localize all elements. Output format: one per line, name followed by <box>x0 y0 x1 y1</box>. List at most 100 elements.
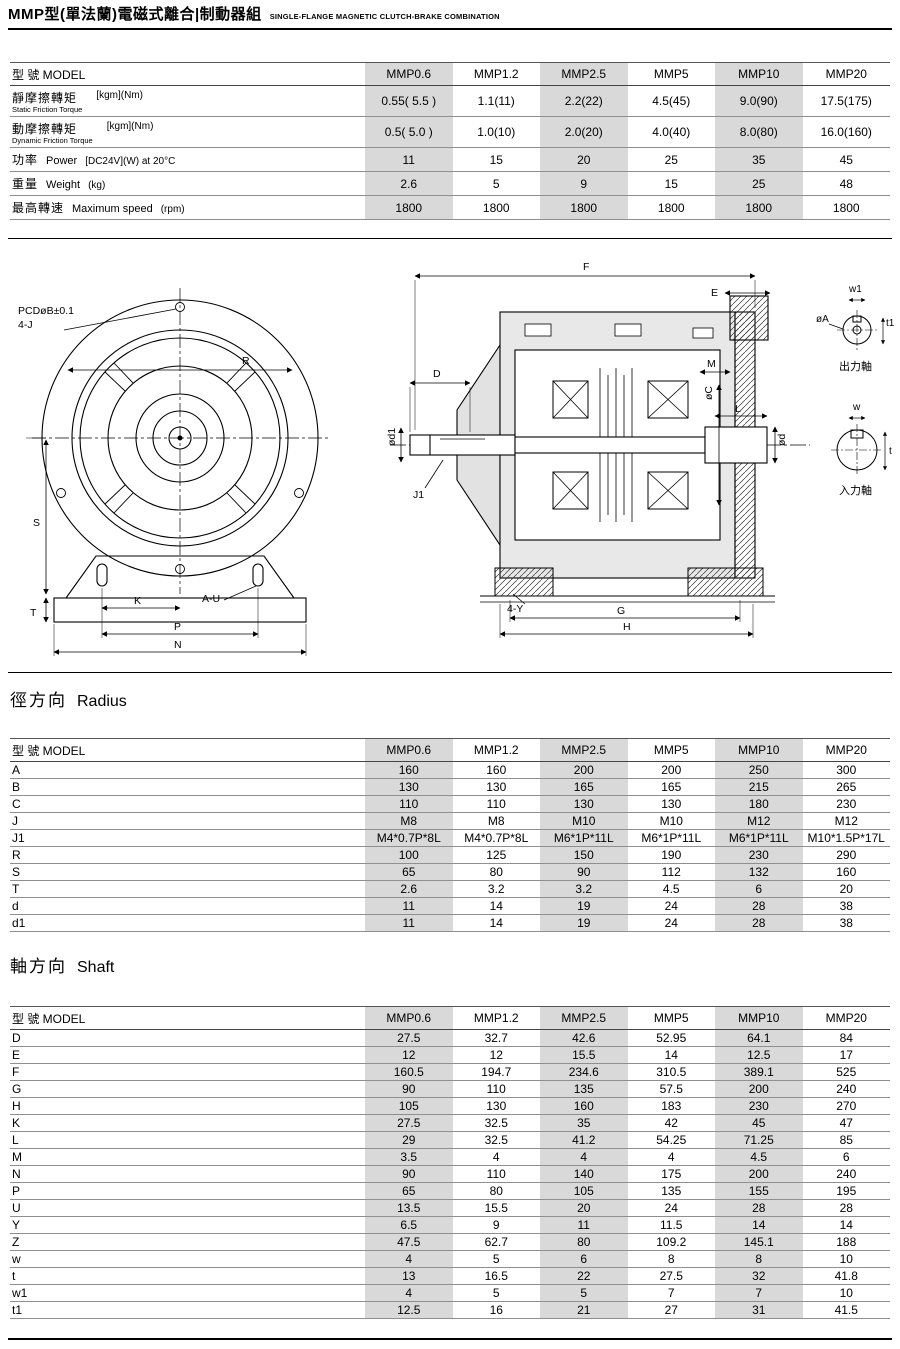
cell-value: 41.2 <box>540 1131 628 1149</box>
dim-label-n: N <box>174 639 182 651</box>
row-label: R <box>10 846 365 864</box>
cell-value: M10 <box>540 812 628 830</box>
cell-value: 13 <box>365 1267 453 1285</box>
dim-label-w1: w1 <box>848 284 862 295</box>
cell-value: 7 <box>627 1284 715 1302</box>
cell-value: 17 <box>802 1046 890 1064</box>
cell-value: 19 <box>540 914 628 932</box>
cell-value: 14 <box>715 1216 803 1234</box>
cell-value: 7 <box>715 1284 803 1302</box>
cell-value: 8 <box>627 1250 715 1268</box>
spec-value: 15 <box>627 171 715 196</box>
cell-value: 200 <box>627 761 715 779</box>
cell-value: 13.5 <box>365 1199 453 1217</box>
cell-value: 47 <box>802 1114 890 1132</box>
cell-value: 27 <box>627 1301 715 1319</box>
spec-value: 0.5( 5.0 ) <box>365 116 453 148</box>
cell-value: 5 <box>452 1250 540 1268</box>
label-en: Dynamic Friction Torque <box>12 135 93 145</box>
cell-value: M6*1P*11L <box>627 829 715 847</box>
cell-value: 180 <box>715 795 803 813</box>
cell-value: 265 <box>802 778 890 796</box>
cell-value: 57.5 <box>627 1080 715 1098</box>
spec-value: 45 <box>802 147 890 172</box>
cell-value: 195 <box>802 1182 890 1200</box>
row-label: N <box>10 1165 365 1183</box>
dimension-lines <box>26 308 307 656</box>
cell-value: 24 <box>627 897 715 915</box>
cell-value: 125 <box>452 846 540 864</box>
spec-value: 1800 <box>365 195 453 220</box>
cell-value: 22 <box>540 1267 628 1285</box>
model-column-header: MMP0.6 <box>365 62 453 86</box>
label-en: Maximum speed <box>72 203 153 215</box>
row-label: D <box>10 1029 365 1047</box>
spec-value: 1800 <box>540 195 628 220</box>
cell-value: 62.7 <box>452 1233 540 1251</box>
model-column-header: MMP1.2 <box>452 1006 540 1030</box>
output-shaft-label: 出力軸 <box>839 359 872 373</box>
cell-value: 135 <box>540 1080 628 1098</box>
cell-value: 32.7 <box>452 1029 540 1047</box>
label-zh: 靜摩擦轉矩 <box>12 90 78 105</box>
cell-value: 130 <box>452 1097 540 1115</box>
cell-value: 28 <box>715 914 803 932</box>
cell-value: 200 <box>715 1080 803 1098</box>
row-label: w <box>10 1250 365 1268</box>
row-label: w1 <box>10 1284 365 1302</box>
row-label: P <box>10 1182 365 1200</box>
cell-value: 14 <box>452 897 540 915</box>
cell-value: M12 <box>802 812 890 830</box>
cell-value: 215 <box>715 778 803 796</box>
label-zh: 功率 <box>12 153 39 167</box>
cell-value: 165 <box>627 778 715 796</box>
cell-value: 21 <box>540 1301 628 1319</box>
cell-value: 27.5 <box>627 1267 715 1285</box>
cell-value: 300 <box>802 761 890 779</box>
label-zh: 動摩擦轉矩 <box>12 121 78 136</box>
cell-value: 183 <box>627 1097 715 1115</box>
cell-value: 145.1 <box>715 1233 803 1251</box>
cell-value: M4*0.7P*8L <box>365 829 453 847</box>
model-column-header: MMP20 <box>802 1006 890 1030</box>
label-zh: 重量 <box>12 177 39 191</box>
model-column-header: MMP2.5 <box>540 738 628 762</box>
dim-label-au: A-U <box>202 593 220 605</box>
row-label: J1 <box>10 829 365 847</box>
cell-value: 90 <box>365 1165 453 1183</box>
cell-value: 100 <box>365 846 453 864</box>
row-label: G <box>10 1080 365 1098</box>
cell-value: M4*0.7P*8L <box>452 829 540 847</box>
row-label: T <box>10 880 365 898</box>
spec-value: 2.2(22) <box>540 85 628 117</box>
cell-value: 200 <box>715 1165 803 1183</box>
cell-value: 28 <box>715 897 803 915</box>
bottom-rule <box>8 1338 892 1340</box>
shaft-end-views: w1 t1 øA 出力軸 w t 入力軸 <box>816 284 895 497</box>
cell-value: 109.2 <box>627 1233 715 1251</box>
shaft-heading-zh: 軸方向 <box>10 957 67 976</box>
cell-value: 16.5 <box>452 1267 540 1285</box>
cell-value: 15.5 <box>540 1046 628 1064</box>
cell-value: 160 <box>802 863 890 881</box>
model-column-header: MMP20 <box>802 62 890 86</box>
